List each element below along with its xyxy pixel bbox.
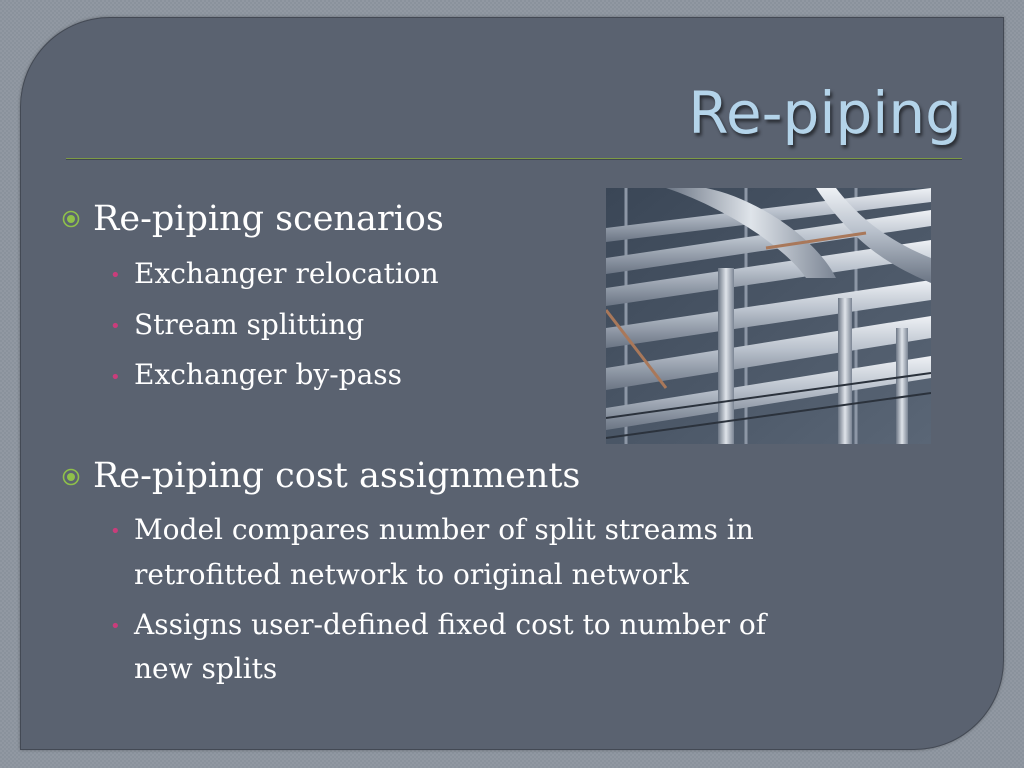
list-item-line: new splits [134, 652, 278, 685]
list-item: Exchanger by-pass [134, 358, 403, 391]
sub-bullet-marker: • [110, 316, 121, 337]
sub-bullet-marker: • [110, 521, 121, 542]
list-item: Exchanger relocation [134, 257, 439, 290]
slide-title: Re-piping [688, 79, 962, 147]
sub-bullet-marker: • [110, 265, 121, 286]
pipes-illustration [606, 188, 931, 444]
circled-dot-icon [62, 210, 80, 228]
list-item-line: Assigns user-defined fixed cost to numbe… [134, 608, 767, 641]
title-divider [66, 158, 962, 160]
section-heading: Re-piping scenarios [93, 199, 444, 239]
list-item-line: retrofitted network to original network [134, 558, 689, 591]
circled-dot-icon [62, 468, 80, 486]
sub-bullet-marker: • [110, 616, 121, 637]
industrial-pipes-photo [606, 188, 931, 444]
list-item: Stream splitting [134, 308, 365, 341]
section-heading: Re-piping cost assignments [93, 456, 581, 496]
list-item-line: Model compares number of split streams i… [134, 513, 754, 546]
sub-bullet-marker: • [110, 367, 121, 388]
